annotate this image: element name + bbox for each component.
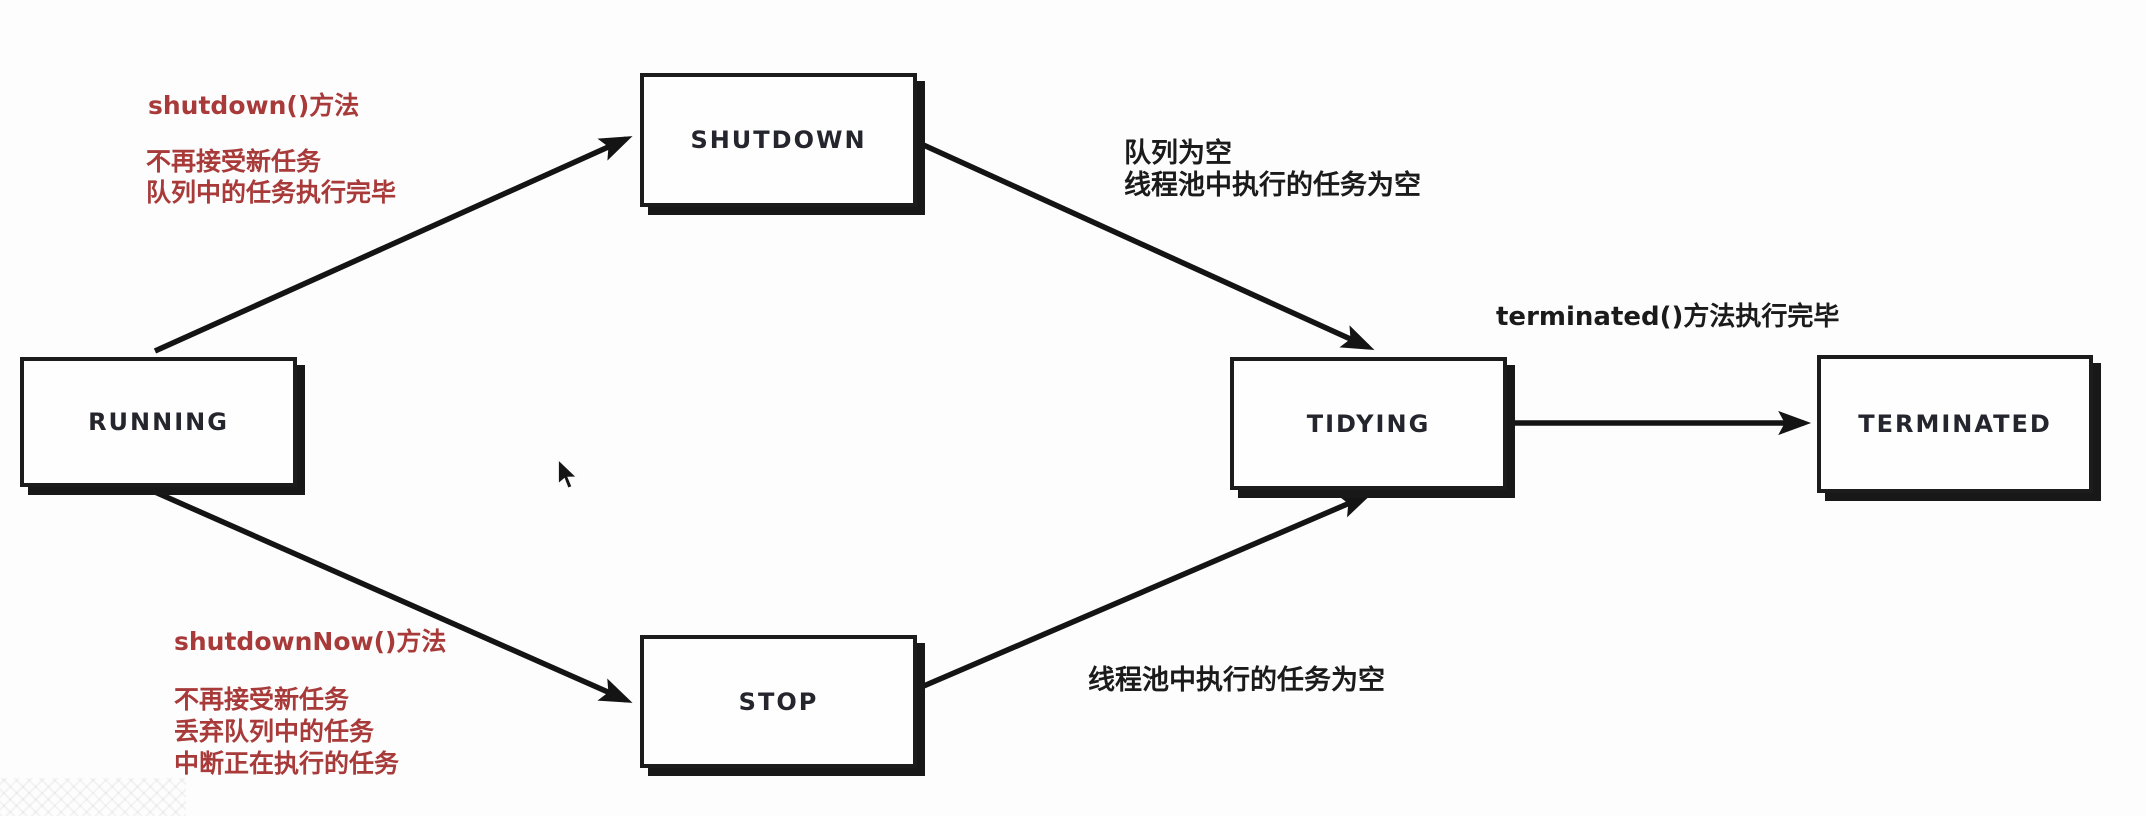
annotation-shutdownnow-method-lines: 不再接受新任务 丢弃队列中的任务 中断正在执行的任务: [174, 684, 399, 780]
annotation-shutdownnow-method-title: shutdownNow()方法: [174, 627, 447, 656]
node-running-label: RUNNING: [88, 408, 229, 436]
annotation-line: 不再接受新任务: [174, 685, 350, 714]
annotation-line: 队列中的任务执行完毕: [146, 178, 397, 207]
annotation-shutdown-method-title: shutdown()方法: [148, 91, 360, 120]
node-running: RUNNING: [20, 357, 297, 487]
annotation-shutdown-method-lines: 不再接受新任务 队列中的任务执行完毕: [146, 146, 396, 208]
arrow-running-to-stop: [153, 489, 633, 703]
faint-watermark: [0, 778, 186, 816]
mouse-cursor-icon: [556, 456, 582, 496]
node-stop-label: STOP: [738, 687, 819, 716]
node-terminated: TERMINATED: [1817, 355, 2093, 493]
node-shutdown-label: SHUTDOWN: [690, 126, 867, 154]
annotation-line: 队列为空: [1124, 138, 1232, 169]
node-shutdown: SHUTDOWN: [640, 73, 917, 207]
node-terminated-label: TERMINATED: [1858, 410, 2052, 438]
annotation-line: 丢弃队列中的任务: [174, 717, 375, 746]
annotation-line: 不再接受新任务: [146, 147, 322, 176]
node-tidying-label: TIDYING: [1306, 409, 1431, 438]
annotation-line: 中断正在执行的任务: [174, 749, 400, 778]
annotation-line: 线程池中执行的任务为空: [1124, 170, 1421, 201]
annotation-terminated-method: terminated()方法执行完毕: [1496, 302, 1840, 332]
annotation-shutdown-to-tidying: 队列为空 线程池中执行的任务为空: [1124, 138, 1421, 202]
annotation-stop-to-tidying: 线程池中执行的任务为空: [1088, 665, 1385, 696]
node-tidying: TIDYING: [1230, 357, 1507, 490]
node-stop: STOP: [640, 635, 917, 768]
